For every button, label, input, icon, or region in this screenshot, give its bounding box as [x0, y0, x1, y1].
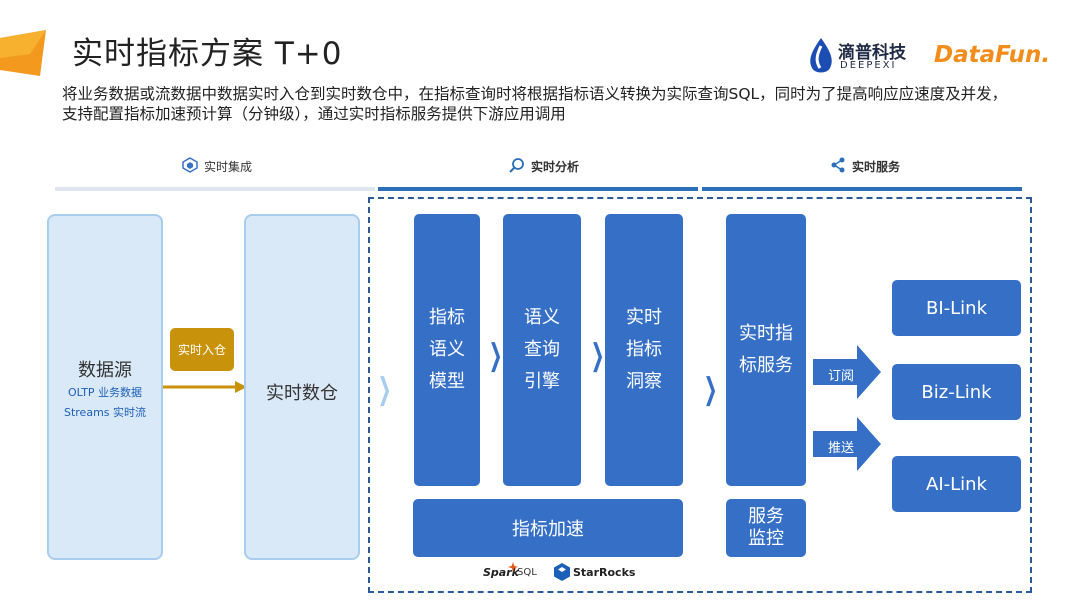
deepexi-logo-cn: 滴普科技 — [838, 43, 906, 63]
page-title: 实时指标方案 T+0 — [72, 36, 343, 72]
realtime-region-outline — [368, 197, 1032, 593]
chevron-right-icon: ❯ — [377, 372, 392, 407]
metric-service-line1: 实时指 — [739, 323, 793, 344]
service-monitor-line2: 监控 — [748, 528, 784, 549]
magnifier-icon — [509, 158, 524, 173]
semantic-model-box: 指标 语义 模型 — [414, 214, 480, 486]
warehouse-box: 实时数仓 — [244, 214, 360, 560]
share-icon — [831, 157, 845, 173]
query-engine-line1: 语义 — [524, 307, 560, 328]
bi-link-box: BI-Link — [892, 280, 1021, 336]
starrocks-label: StarRocks — [573, 566, 636, 579]
corner-accent-icon — [0, 30, 46, 76]
spark-star-icon — [508, 562, 518, 572]
sql-label: SQL — [517, 567, 537, 578]
metric-service-line2: 标服务 — [739, 355, 793, 376]
datafun-logo: DataFun. — [934, 42, 1051, 68]
data-source-title: 数据源 — [78, 360, 132, 381]
biz-link-box: Biz-Link — [892, 364, 1021, 420]
service-monitor-line1: 服务 — [748, 506, 784, 527]
chevron-right-icon: ❯ — [488, 338, 503, 373]
chevron-right-icon: ❯ — [703, 372, 718, 407]
warehouse-label: 实时数仓 — [266, 383, 338, 404]
ingest-arrow-icon — [163, 381, 247, 393]
data-source-streams: Streams 实时流 — [63, 406, 147, 419]
query-engine-box: 语义 查询 引擎 — [503, 214, 581, 486]
metric-service-box: 实时指 标服务 — [726, 214, 806, 486]
ai-link-box: AI-Link — [892, 456, 1021, 512]
phase-analysis-bar — [378, 187, 698, 191]
data-source-box: 数据源 OLTP 业务数据 Streams 实时流 — [47, 214, 163, 560]
insight-line2: 指标 — [626, 339, 662, 360]
data-source-oltp: OLTP 业务数据 — [67, 386, 143, 399]
deepexi-logo-en: DEEPEXI — [840, 60, 897, 71]
push-arrow-icon — [813, 417, 881, 471]
subscribe-arrow-icon — [813, 345, 881, 399]
cube-icon — [182, 157, 198, 173]
insight-box: 实时 指标 洞察 — [605, 214, 683, 486]
phase-integration-label: 实时集成 — [204, 160, 253, 174]
spark-logo: Spark — [483, 566, 519, 579]
insight-line1: 实时 — [626, 307, 662, 328]
push-label: 推送 — [828, 441, 855, 456]
ingest-label-box: 实时入仓 — [170, 328, 234, 371]
chevron-right-icon: ❯ — [590, 338, 605, 373]
deepexi-logo-icon — [810, 38, 832, 73]
query-engine-line3: 引擎 — [524, 371, 560, 392]
semantic-model-line1: 指标 — [429, 307, 465, 328]
page-subtitle: 将业务数据或流数据中数据实时入仓到实时数仓中，在指标查询时将根据指标语义转换为实… — [62, 85, 1008, 123]
phase-service-label: 实时服务 — [852, 160, 901, 174]
phase-service-bar — [702, 187, 1022, 191]
insight-line3: 洞察 — [626, 371, 662, 392]
service-monitor-box: 服务 监控 — [726, 499, 806, 557]
phase-integration-bar — [55, 187, 375, 191]
semantic-model-line3: 模型 — [429, 371, 465, 392]
acceleration-box: 指标加速 — [413, 499, 683, 557]
phase-analysis-label: 实时分析 — [531, 160, 580, 174]
semantic-model-line2: 语义 — [429, 339, 465, 360]
starrocks-icon — [554, 563, 570, 581]
subscribe-label: 订阅 — [828, 369, 855, 384]
query-engine-line2: 查询 — [524, 339, 560, 360]
